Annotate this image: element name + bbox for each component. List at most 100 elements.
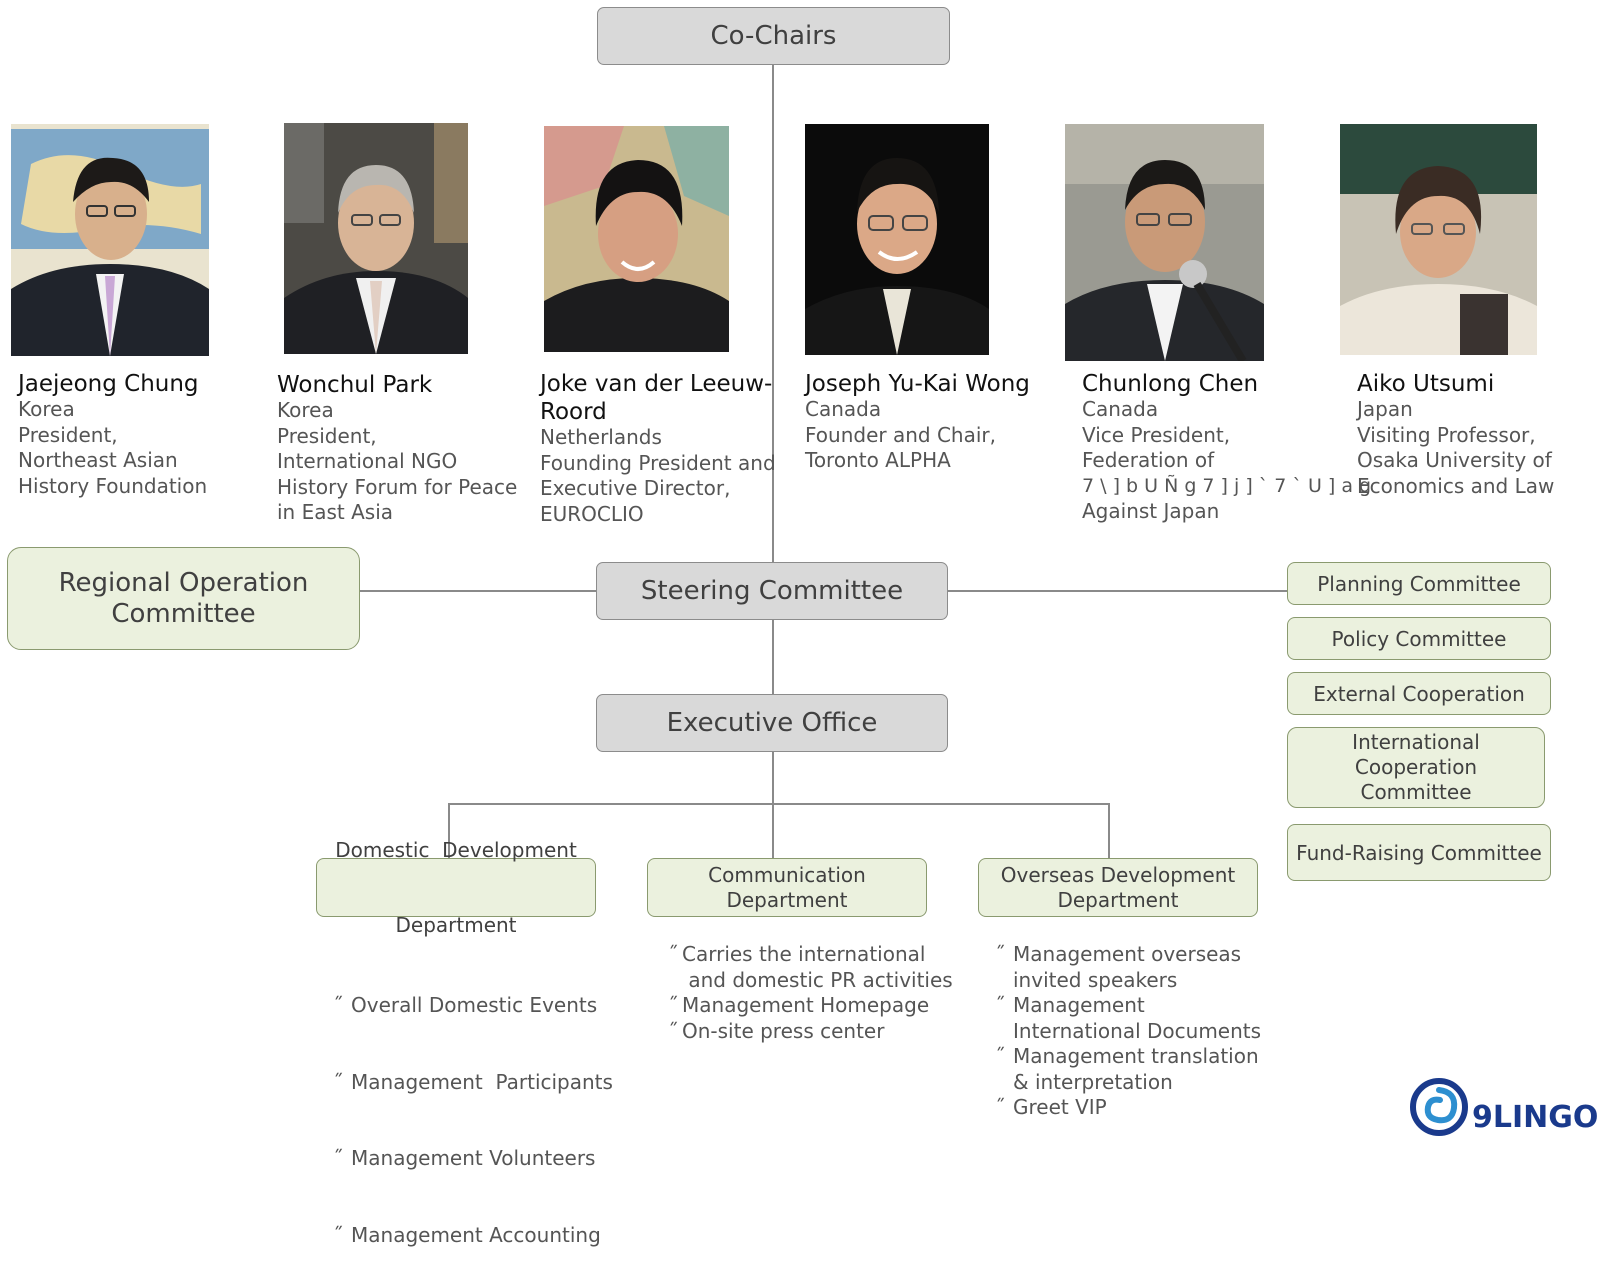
bullet-icon: ˝ xyxy=(668,942,678,966)
info-line: Against Japan xyxy=(1082,499,1220,523)
planning-committee-box: Planning Committee xyxy=(1287,562,1551,605)
connector-domestic-dept xyxy=(448,803,450,859)
department-label-line: Department xyxy=(1057,887,1179,912)
committee-label: Fund-Raising Committee xyxy=(1296,840,1542,865)
overseas-development-department-box: Overseas Development Department xyxy=(978,858,1258,917)
connector-departments-horizontal xyxy=(448,803,1110,805)
info-line: EUROCLIO xyxy=(540,501,644,526)
duty-item: ˝Management translation& interpretation xyxy=(995,1044,1261,1095)
info-line: Founder and Chair, xyxy=(805,422,996,447)
duty-item: ˝ Greet VIP xyxy=(995,1095,1261,1121)
info-line: International NGO xyxy=(277,449,458,473)
person-info: Canada Founder and Chair, Toronto ALPHA xyxy=(805,397,996,474)
steering-committee-box: Steering Committee xyxy=(596,562,948,620)
duty-item: ˝On-site press center xyxy=(668,1019,953,1045)
duty-line: Overall Domestic Events xyxy=(351,993,598,1017)
info-line: Federation of xyxy=(1082,448,1215,472)
info-line: in East Asia xyxy=(277,500,394,524)
co-chairs-label: Co-Chairs xyxy=(710,21,837,51)
department-label-line: Overseas Development xyxy=(1000,862,1236,887)
committee-label: Policy Committee xyxy=(1331,626,1507,651)
person-info: Japan Visiting Professor, Osaka Universi… xyxy=(1357,397,1554,499)
info-line: Japan xyxy=(1357,397,1413,421)
duty-item: ˝ Management Volunteers xyxy=(333,1146,613,1172)
duty-line: On-site press center xyxy=(682,1018,885,1043)
communication-duties-list: ˝Carries the international and domestic … xyxy=(668,942,953,1044)
duty-line: invited speakers xyxy=(1013,967,1178,992)
info-line: Founding President and xyxy=(540,450,776,475)
photo-wonchul-park xyxy=(284,123,468,354)
info-line: Korea xyxy=(277,398,334,422)
photo-aiko-utsumi xyxy=(1340,124,1537,355)
person-info: Canada Vice President, Federation of 7 \… xyxy=(1082,397,1371,525)
info-line: Canada xyxy=(805,397,882,421)
duty-line: International Documents xyxy=(1013,1018,1262,1043)
info-line: Netherlands xyxy=(540,425,662,449)
info-line: President, xyxy=(277,423,377,448)
duty-line: Greet VIP xyxy=(1013,1095,1107,1119)
person-name: Aiko Utsumi xyxy=(1357,371,1495,397)
domestic-development-department-box: Domestic Development Department xyxy=(316,838,596,937)
duty-line: Management Volunteers xyxy=(351,1146,596,1170)
bullet-icon: ˝ xyxy=(995,1095,1005,1119)
co-chairs-box: Co-Chairs xyxy=(597,7,950,65)
communication-department-box: Communication Department xyxy=(647,858,927,917)
connector-executive-departments xyxy=(772,752,774,859)
duty-line: Carries the international xyxy=(682,942,926,966)
info-line: History Forum for Peace xyxy=(277,474,518,499)
photo-joseph-yu-kai-wong xyxy=(805,124,989,355)
regional-operation-committee-box: Regional Operation Committee xyxy=(7,547,360,650)
info-line: Canada xyxy=(1082,397,1159,421)
connector-steering-committees xyxy=(947,590,1287,592)
bullet-icon: ˝ xyxy=(995,1044,1005,1068)
steering-committee-label: Steering Committee xyxy=(640,576,904,606)
bullet-icon: ˝ xyxy=(333,1069,343,1094)
duty-line: Management Accounting xyxy=(351,1222,601,1247)
duty-item: ˝Management Homepage xyxy=(668,993,953,1019)
name-line: Roord xyxy=(540,399,607,425)
photo-chunlong-chen xyxy=(1065,124,1264,361)
bullet-icon: ˝ xyxy=(333,1146,343,1170)
bullet-icon: ˝ xyxy=(333,993,343,1017)
committee-label-line: Committee xyxy=(1360,780,1472,804)
info-line: 7 \ ] b U Ñ g 7 ] j ] ` 7 ` U ] a g xyxy=(1082,474,1372,497)
info-line: President, xyxy=(18,422,118,447)
duty-line: Management translation xyxy=(1013,1044,1259,1068)
committee-label-line: Cooperation xyxy=(1354,755,1478,779)
connector-overseas-dept xyxy=(1108,803,1110,859)
info-line: Northeast Asian xyxy=(18,448,178,472)
committee-label-line: International xyxy=(1352,730,1480,754)
connector-regional-steering xyxy=(360,590,596,592)
person-name: Joke van der Leeuw- Roord xyxy=(540,370,772,426)
regional-label-line: Committee xyxy=(111,598,256,629)
person-name: Jaejeong Chung xyxy=(18,371,199,397)
department-label-line: Domestic Development xyxy=(335,837,577,862)
bullet-icon: ˝ xyxy=(333,1222,343,1247)
photo-jaejeong-chung xyxy=(11,124,209,356)
person-info: Netherlands Founding President and Execu… xyxy=(540,425,776,527)
department-label-line: Communication xyxy=(708,862,866,887)
info-line: Visiting Professor, xyxy=(1357,422,1536,447)
bullet-icon: ˝ xyxy=(668,993,678,1017)
duty-line: Management Homepage xyxy=(682,993,930,1017)
logo-text: 9LINGO xyxy=(1472,1100,1599,1135)
connector-cochairs-steering xyxy=(772,65,774,562)
duty-item: ˝ Management Accounting xyxy=(333,1223,613,1249)
fund-raising-committee-box: Fund-Raising Committee xyxy=(1287,824,1551,881)
photo-joke-van-der-leeuw-roord xyxy=(544,126,729,352)
info-line: Vice President, xyxy=(1082,422,1231,447)
duty-line: Management Participants xyxy=(351,1069,613,1094)
person-name: Wonchul Park xyxy=(277,372,433,398)
duty-line: and domestic PR activities xyxy=(682,967,953,992)
duty-item: ˝ Management Participants xyxy=(333,1070,613,1096)
duty-item: ˝ Overall Domestic Events xyxy=(333,993,613,1019)
department-label-line: Department xyxy=(726,887,848,912)
international-cooperation-committee-box: International Cooperation Committee xyxy=(1287,727,1545,808)
bullet-icon: ˝ xyxy=(668,1018,678,1043)
duty-line: Management overseas xyxy=(1013,942,1242,966)
bullet-icon: ˝ xyxy=(995,993,1005,1017)
person-info: Korea President, Northeast Asian History… xyxy=(18,397,207,499)
